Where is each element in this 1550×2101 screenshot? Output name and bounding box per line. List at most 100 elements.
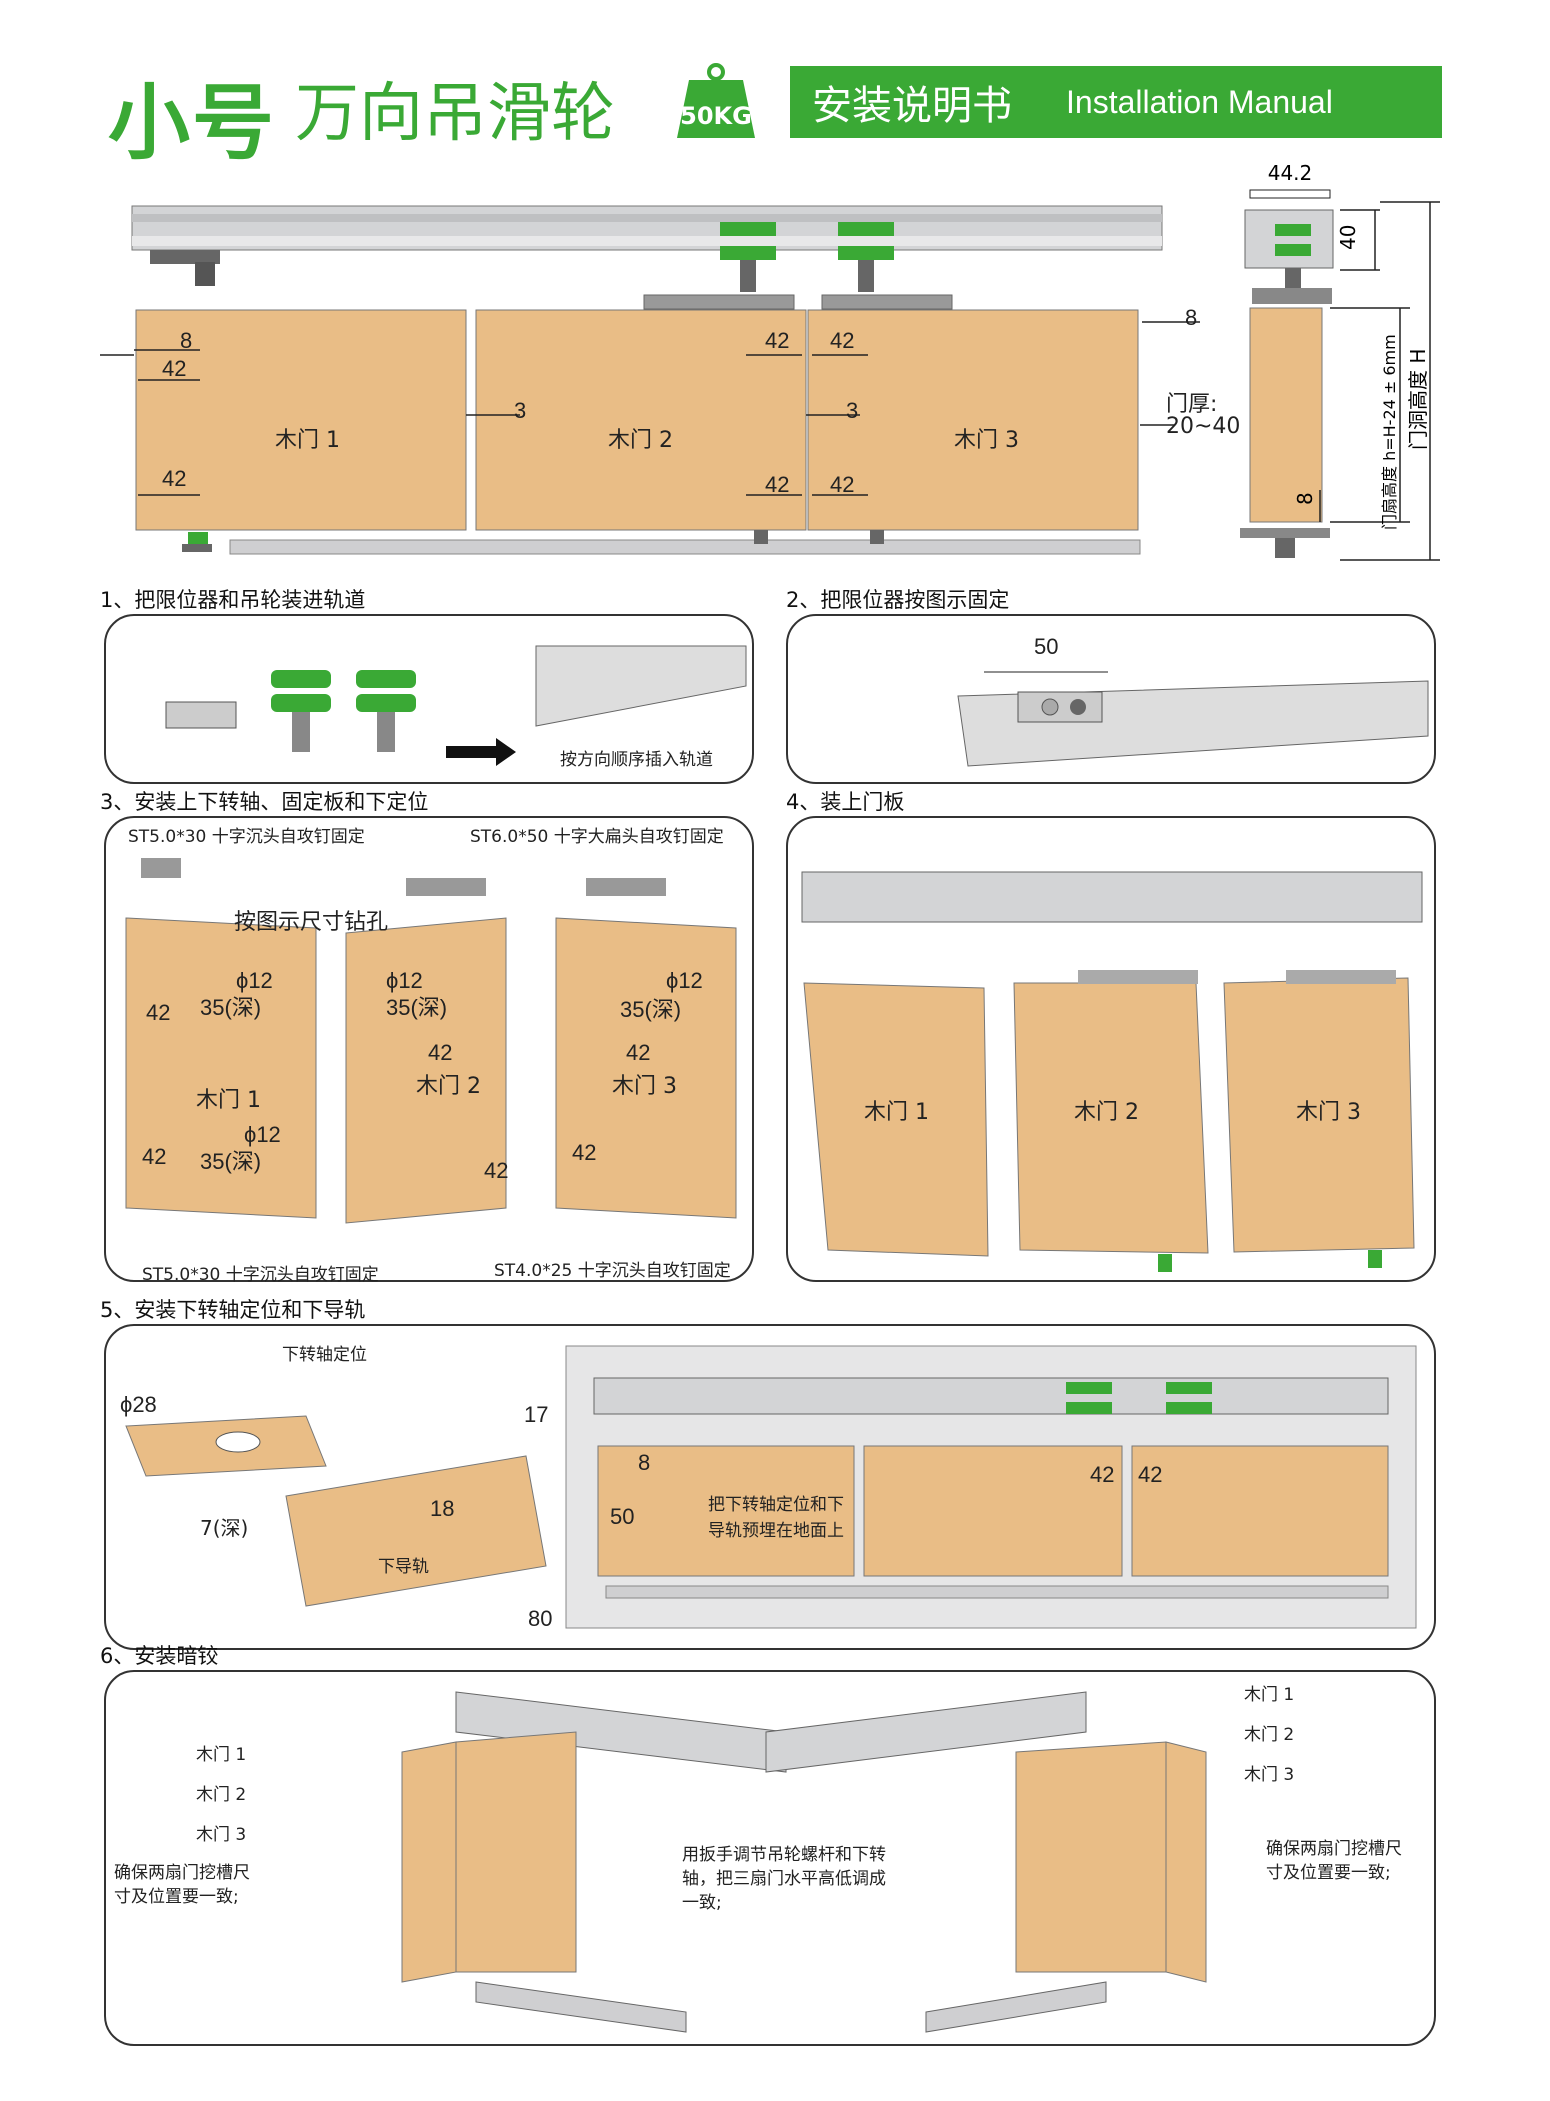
dim-3-gap-1: 3 <box>514 398 527 423</box>
thickness-label: 门厚: <box>1166 392 1218 417</box>
step-3-depth-1: 35(深) <box>200 995 262 1020</box>
step-3-phi-3: ϕ12 <box>666 968 703 993</box>
step-3-title: 3、安装上下转轴、固定板和下定位 <box>100 790 429 814</box>
step-1-title: 1、把限位器和吊轮装进轨道 <box>100 588 366 612</box>
step-6-diagram <box>401 1691 1207 2033</box>
door-1-label: 木门 1 <box>275 428 340 453</box>
step-5-42-a: 42 <box>1090 1462 1115 1487</box>
step-4-diagram <box>801 871 1423 1272</box>
dim-42-bottom-left: 42 <box>162 466 187 491</box>
step-3-42-a: 42 <box>146 1000 171 1025</box>
overview-diagram: 44.2 40 8 门扇高度 h=H-24 ± 6mm 门洞高度 H <box>100 161 1440 561</box>
step-5-dim-80: 80 <box>528 1606 553 1631</box>
opening-height-label: 门洞高度 H <box>1406 349 1430 450</box>
manual-banner: 安装说明书 Installation Manual <box>790 66 1442 138</box>
door-height-label: 门扇高度 h=H-24 ± 6mm <box>1380 334 1399 530</box>
step-5-panel <box>104 1324 1436 1650</box>
step-5-title: 5、安装下转轴定位和下导轨 <box>100 1298 366 1322</box>
wheel-2 <box>356 670 416 752</box>
side-gap-dim: 8 <box>1293 492 1317 505</box>
step-2-diagram <box>957 671 1429 767</box>
step-3-door-3: 木门 3 <box>612 1074 677 1099</box>
step-6-center-2: 轴，把三扇门水平高低调成 <box>682 1869 886 1889</box>
step-5-rail-label: 下导轨 <box>378 1557 429 1577</box>
step-2-panel <box>786 614 1436 784</box>
step-5-dim-50: 50 <box>610 1504 635 1529</box>
step-3-screw-br: ST4.0*25 十字沉头自攻钉固定 <box>494 1261 731 1281</box>
step-1-note: 按方向顺序插入轨道 <box>560 750 713 770</box>
step-4-door-3: 木门 3 <box>1296 1100 1361 1125</box>
step-3-screw-bl: ST5.0*30 十字沉头自攻钉固定 <box>142 1265 379 1285</box>
step-4-panel <box>786 816 1436 1282</box>
step-6-door-1: 木门 1 <box>196 1745 247 1765</box>
weight-badge: 50KG <box>680 102 752 130</box>
step-3-diagram <box>125 858 737 1224</box>
step-3-panel <box>104 816 754 1282</box>
side-width-dim: 44.2 <box>1268 161 1313 185</box>
product-size-title: 小号 <box>108 76 277 171</box>
weight-icon: 50KG <box>677 63 755 138</box>
step-6-r-door-3: 木门 3 <box>1244 1765 1295 1785</box>
dim-42-bottom-d3: 42 <box>830 472 855 497</box>
thickness-value: 20~40 <box>1166 414 1241 439</box>
step-3-drill-note: 按图示尺寸钻孔 <box>234 910 389 935</box>
step-6-r-door-1: 木门 1 <box>1244 1685 1295 1705</box>
banner-en: Installation Manual <box>1066 83 1333 120</box>
step-5-note-2: 导轨预埋在地面上 <box>708 1521 844 1541</box>
step-3-42-b: 42 <box>428 1040 453 1065</box>
step-5-note-1: 把下转轴定位和下 <box>708 1495 844 1515</box>
dim-42-top-left: 42 <box>162 356 187 381</box>
step-3-depth-2: 35(深) <box>386 995 448 1020</box>
step-6-panel <box>104 1670 1436 2046</box>
step-3-depth-4: 35(深) <box>200 1149 262 1174</box>
step-3-screw-tl: ST5.0*30 十字沉头自攻钉固定 <box>128 827 365 847</box>
step-3-phi-1: ϕ12 <box>236 968 273 993</box>
step-6-note-left-2: 寸及位置要一致; <box>114 1887 239 1907</box>
step-3-depth-3: 35(深) <box>620 997 682 1022</box>
step-3-phi-4: ϕ12 <box>244 1122 281 1147</box>
step-6-title: 6、安装暗铰 <box>100 1644 219 1668</box>
dim-3-gap-2: 3 <box>846 398 859 423</box>
step-5-phi28: ϕ28 <box>120 1392 157 1417</box>
side-rail-height-dim: 40 <box>1336 225 1360 250</box>
step-5-depth: 7(深) <box>200 1516 249 1540</box>
wheel-1 <box>271 670 331 752</box>
step-2-dim-50: 50 <box>1034 634 1059 659</box>
dim-42-top-d2: 42 <box>765 328 790 353</box>
step-6-r-door-2: 木门 2 <box>1244 1725 1295 1745</box>
step-6-center-1: 用扳手调节吊轮螺杆和下转 <box>682 1845 886 1865</box>
step-5-dim-8: 8 <box>638 1450 651 1475</box>
step-3-42-e: 42 <box>484 1158 509 1183</box>
step-5-42-b: 42 <box>1138 1462 1163 1487</box>
step-2-title: 2、把限位器按图示固定 <box>786 588 1010 612</box>
step-3-door-1: 木门 1 <box>196 1088 261 1113</box>
step-3-42-d: 42 <box>142 1144 167 1169</box>
step-6-note-left-1: 确保两扇门挖槽尺 <box>114 1863 250 1883</box>
door-3-label: 木门 3 <box>954 428 1019 453</box>
door-2-label: 木门 2 <box>608 428 673 453</box>
step-5-dim-17: 17 <box>524 1402 549 1427</box>
step-1-panel <box>104 614 754 784</box>
step-6-note-right-2: 寸及位置要一致; <box>1266 1863 1391 1883</box>
step-5-diagram <box>125 1345 1417 1629</box>
dim-42-bottom-d2: 42 <box>765 472 790 497</box>
step-5-dim-18: 18 <box>430 1496 455 1521</box>
step-1-diagram <box>165 645 747 766</box>
step-3-42-c: 42 <box>626 1040 651 1065</box>
arrow-right-icon <box>446 738 516 766</box>
dim-42-top-d3: 42 <box>830 328 855 353</box>
step-3-42-f: 42 <box>572 1140 597 1165</box>
step-3-phi-2: ϕ12 <box>386 968 423 993</box>
dim-8-left: 8 <box>180 328 193 353</box>
step-4-door-1: 木门 1 <box>864 1100 929 1125</box>
dim-8-right: 8 <box>1185 305 1198 330</box>
step-5-pivot-label: 下转轴定位 <box>282 1345 367 1365</box>
step-6-center-3: 一致; <box>682 1893 722 1913</box>
banner-cn: 安装说明书 <box>812 83 1012 129</box>
step-4-title: 4、装上门板 <box>786 790 905 814</box>
step-4-door-2: 木门 2 <box>1074 1100 1139 1125</box>
step-3-door-2: 木门 2 <box>416 1074 481 1099</box>
step-6-door-2: 木门 2 <box>196 1785 247 1805</box>
step-3-screw-tr: ST6.0*50 十字大扁头自攻钉固定 <box>470 827 724 847</box>
product-name-title: 万向吊滑轮 <box>295 77 615 151</box>
